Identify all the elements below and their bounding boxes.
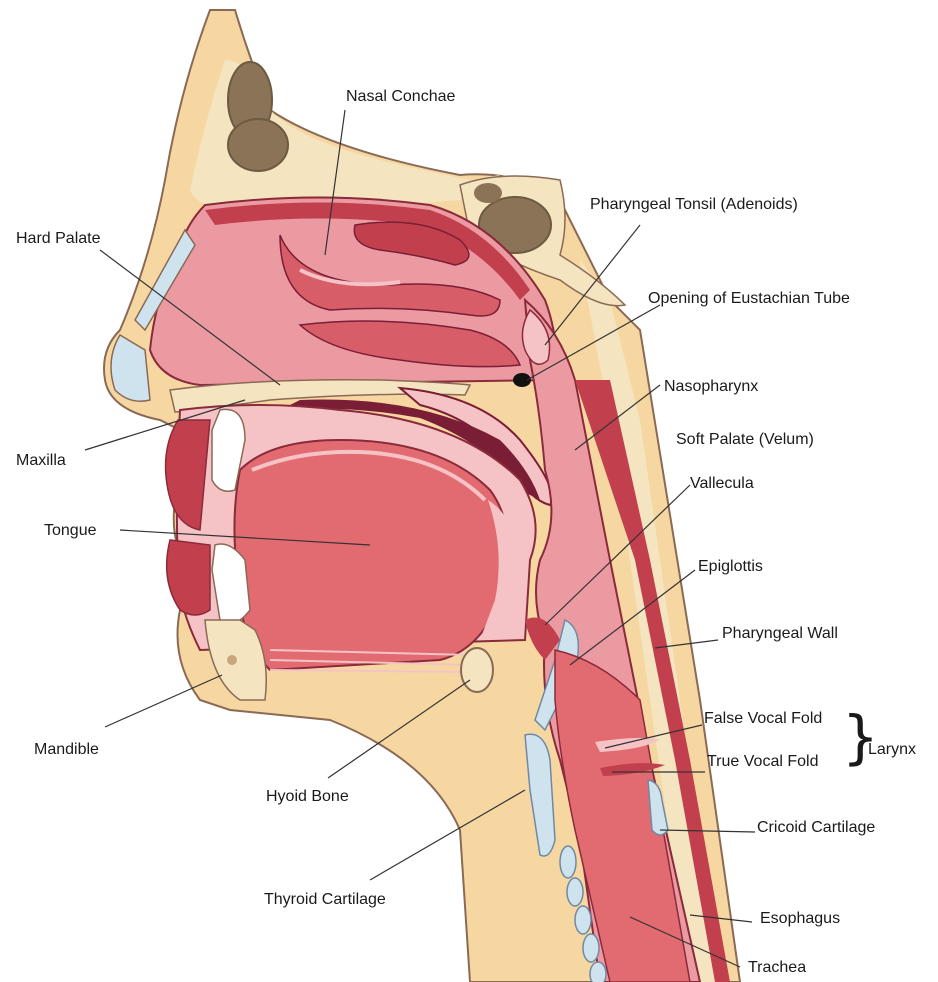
label-vallecula: Vallecula (690, 475, 754, 493)
eustachian-opening (513, 373, 531, 387)
label-larynx: Larynx (868, 741, 916, 759)
tongue-body (234, 440, 508, 670)
label-false-vocal-fold: False Vocal Fold (704, 710, 822, 728)
label-tongue: Tongue (44, 522, 97, 540)
label-mandible: Mandible (34, 741, 99, 759)
label-pharyngeal-wall: Pharyngeal Wall (722, 625, 838, 643)
label-maxilla: Maxilla (16, 452, 66, 470)
hyoid (461, 648, 493, 692)
tracheal-ring (583, 934, 599, 962)
label-epiglottis: Epiglottis (698, 558, 763, 576)
label-thyroid-cartilage: Thyroid Cartilage (264, 891, 386, 909)
label-hyoid-bone: Hyoid Bone (266, 788, 349, 806)
label-true-vocal-fold: True Vocal Fold (707, 753, 818, 771)
sphenoid-sinus-small (474, 183, 502, 203)
mandible-spot (227, 655, 237, 665)
lower-lip (167, 540, 210, 615)
tracheal-ring (575, 906, 591, 934)
label-soft-palate: Soft Palate (Velum) (676, 431, 814, 449)
label-nasal-conchae: Nasal Conchae (346, 88, 455, 106)
label-hard-palate: Hard Palate (16, 230, 101, 248)
label-eustachian-tube: Opening of Eustachian Tube (648, 290, 850, 308)
label-nasopharynx: Nasopharynx (664, 378, 758, 396)
tracheal-ring (567, 878, 583, 906)
ethmoid-sinus (228, 119, 288, 171)
tracheal-ring (560, 846, 576, 878)
label-cricoid-cartilage: Cricoid Cartilage (757, 819, 875, 837)
label-pharyngeal-tonsil: Pharyngeal Tonsil (Adenoids) (590, 196, 798, 214)
label-esophagus: Esophagus (760, 910, 840, 928)
tracheal-ring (590, 962, 606, 982)
label-trachea: Trachea (748, 959, 806, 977)
